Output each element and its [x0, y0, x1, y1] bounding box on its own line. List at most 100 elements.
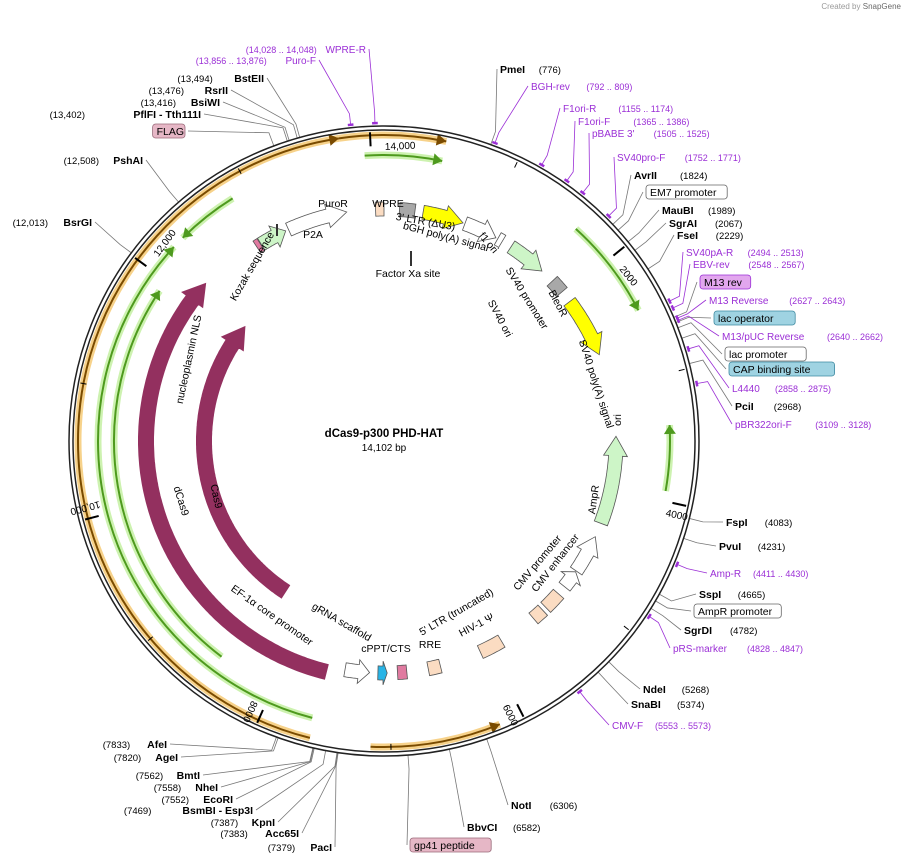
leader-line: [581, 132, 590, 194]
enzyme-position: (2067): [715, 219, 742, 230]
enzyme-position: (7820): [114, 753, 141, 764]
primer-position: (792 .. 809): [586, 82, 632, 92]
leader-line: [655, 600, 692, 612]
feature-box-label: lac operator: [718, 313, 774, 325]
primer-marker: [686, 345, 691, 352]
leader-line: [677, 315, 720, 337]
enzyme-name: PvuI: [719, 541, 741, 553]
ruler-minor-tick: [80, 382, 87, 385]
leader-line: [668, 251, 684, 302]
enzyme-name: SgrDI: [684, 625, 712, 637]
feature-cmv-enhancer: [569, 536, 599, 576]
feature-p2a: [252, 237, 266, 254]
feature-sv40-poly-a-signal: [546, 275, 568, 298]
credit-text: Created by SnapGene: [821, 2, 901, 11]
primer-marker: [667, 297, 672, 305]
primer-marker: [491, 140, 499, 146]
enzyme-name: PciI: [735, 401, 754, 413]
feature-box-label: EM7 promoter: [650, 187, 717, 199]
leader-line: [540, 107, 561, 166]
primer-position: (2627 .. 2643): [789, 296, 845, 306]
feature-bleor: [506, 240, 543, 272]
leader-line: [565, 120, 576, 182]
orf-arrowhead: [488, 722, 500, 734]
feature-ori: [563, 296, 603, 356]
enzyme-position: (12,013): [13, 218, 48, 229]
enzyme-name: SspI: [699, 589, 721, 601]
primer-marker: [670, 304, 676, 312]
primer-position: (2858 .. 2875): [775, 384, 831, 394]
feature-label: SV40 promoter: [503, 265, 551, 332]
orf-arrowhead: [149, 290, 161, 302]
backbone-inner: [72, 129, 696, 753]
feature-box: [713, 310, 796, 326]
ruler-minor-tick: [623, 625, 629, 631]
enzyme-position: (7379): [268, 843, 295, 854]
enzyme-name: BmtI: [177, 770, 200, 782]
primer-name: M13 Reverse: [709, 296, 769, 307]
ruler-tick: [134, 257, 147, 267]
feature-label: WPRE: [372, 198, 404, 210]
enzyme-position: (2968): [774, 402, 801, 413]
enzyme-position: (5374): [677, 700, 704, 711]
plasmid-name: dCas9-p300 PHD-HAT: [325, 428, 444, 440]
feature-wpre: [285, 203, 348, 237]
leader-line: [255, 750, 327, 811]
orf-arc: [370, 723, 501, 748]
enzyme-position: (7552): [162, 795, 189, 806]
feature-box: [409, 837, 492, 853]
enzyme-name: AfeI: [147, 739, 167, 751]
feature-sv40-promoter: [461, 216, 497, 243]
enzyme-name: SgrAI: [669, 218, 697, 230]
backbone-outer: [68, 125, 700, 757]
feature-ampr: [593, 435, 629, 527]
leader-line: [612, 174, 632, 225]
orf-arc: [97, 246, 313, 719]
enzyme-position: (2229): [716, 231, 743, 242]
leader-line: [494, 85, 529, 145]
enzyme-name: BsmBI - Esp3I: [182, 805, 253, 817]
leader-line: [490, 68, 498, 145]
enzyme-name: AvrII: [634, 170, 657, 182]
primer-marker: [576, 688, 583, 695]
leader-line: [676, 299, 707, 319]
primer-name: L4440: [732, 384, 760, 395]
leader-line: [617, 191, 644, 231]
primer-name: Amp-R: [710, 569, 741, 580]
leader-line: [597, 671, 629, 705]
ruler-minor-tick: [514, 161, 518, 168]
leader-line: [689, 359, 733, 407]
feature-label: cPPT/CTS: [361, 643, 411, 655]
leader-line: [675, 316, 712, 323]
feature-box-label: CAP binding site: [733, 364, 811, 376]
feature-label: PuroR: [318, 198, 348, 210]
primer-position: (1155 .. 1174): [618, 104, 673, 114]
leader-line: [578, 690, 610, 726]
enzyme-name: FspI: [726, 517, 748, 529]
snapgene-logo: SnapGene: [862, 2, 901, 11]
leader-line: [230, 89, 298, 139]
feature-label: gRNA scaffold: [310, 601, 374, 645]
leader-line: [648, 615, 671, 649]
inner-label: dCas9: [171, 485, 191, 518]
primer-name: F1ori-F: [578, 117, 610, 128]
leader-line: [266, 77, 301, 138]
feature-box: [645, 184, 728, 200]
enzyme-position: (7383): [220, 829, 247, 840]
feature-label: 5' LTR (truncated): [417, 586, 495, 638]
leader-line: [676, 563, 708, 574]
feature-hiv-1-: [528, 604, 549, 625]
primer-position: (14,028 .. 14,048): [246, 45, 317, 55]
enzyme-name: BstEII: [234, 73, 264, 85]
enzyme-position: (4231): [758, 542, 785, 553]
primer-position: (1505 .. 1525): [654, 129, 710, 139]
orf-arc: [113, 290, 223, 658]
leader-line: [180, 737, 279, 758]
enzyme-name: SnaBI: [631, 699, 661, 711]
ruler-label: 6000: [500, 703, 520, 728]
inner-label: Cas9: [208, 483, 225, 510]
inner-arrow-cas9: [196, 325, 291, 599]
inner-arrow-dcas9: [138, 282, 329, 680]
enzyme-name: MauBI: [662, 205, 694, 217]
